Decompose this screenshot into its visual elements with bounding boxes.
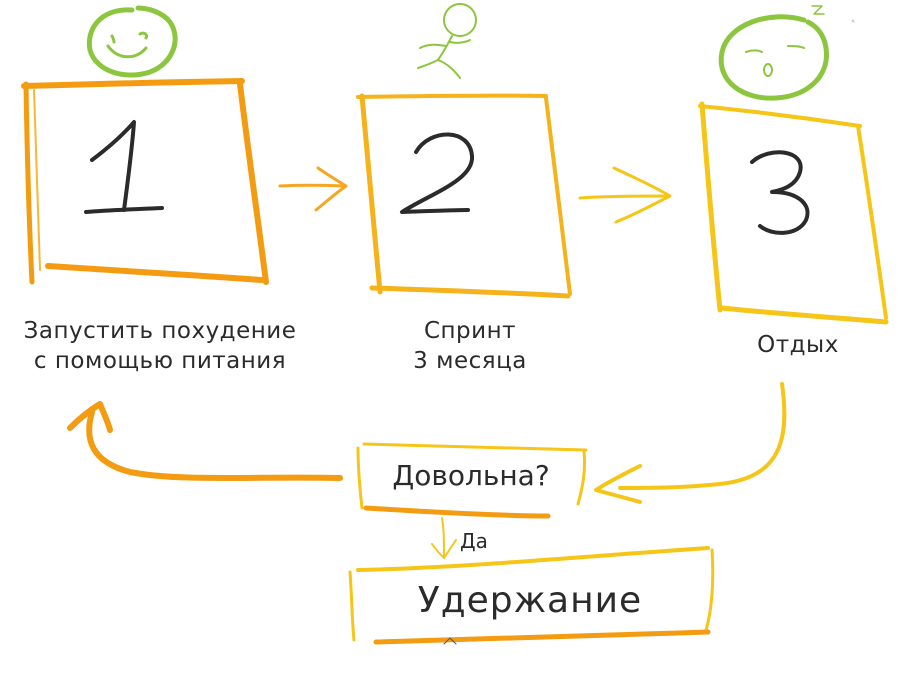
arrow-step1-to-step2: [278, 166, 348, 212]
final-box: [348, 546, 715, 645]
arrow-step2-to-step3: [578, 166, 672, 224]
step-1-caption: Запустить похудение с помощью питания: [0, 316, 320, 376]
step-3-caption-line-1: Отдых: [757, 332, 839, 358]
step-2-caption-line-1: Спринт: [423, 318, 517, 344]
step-1-box: [21, 78, 269, 285]
step-1-caption-line-1: Запустить похудение: [23, 318, 297, 344]
decision-label: Довольна?: [392, 459, 550, 492]
step-3-box: [698, 101, 889, 325]
running-figure-icon: [417, 3, 477, 79]
step-2-number: [400, 132, 474, 214]
step-3-number: [750, 150, 810, 235]
yes-label: Да: [460, 529, 488, 553]
sleepy-face-icon: [718, 5, 829, 101]
smiling-face-icon: [86, 5, 178, 78]
step-1-number: [84, 120, 164, 214]
decision-box: [356, 442, 588, 519]
step-3-caption: Отдых: [720, 330, 876, 360]
arrow-decision-to-final: [431, 517, 457, 559]
arrow-step3-to-decision: [594, 382, 787, 504]
step-2-caption: Спринт 3 месяца: [380, 316, 560, 376]
step-1-caption-line-2: с помощью питания: [33, 348, 287, 374]
step-2-box: [356, 93, 572, 299]
sleepy-mark-dot: [851, 19, 855, 23]
final-label: Удержание: [417, 580, 643, 621]
step-2-caption-line-2: 3 месяца: [413, 348, 527, 374]
arrow-decision-to-step1: [67, 401, 343, 481]
